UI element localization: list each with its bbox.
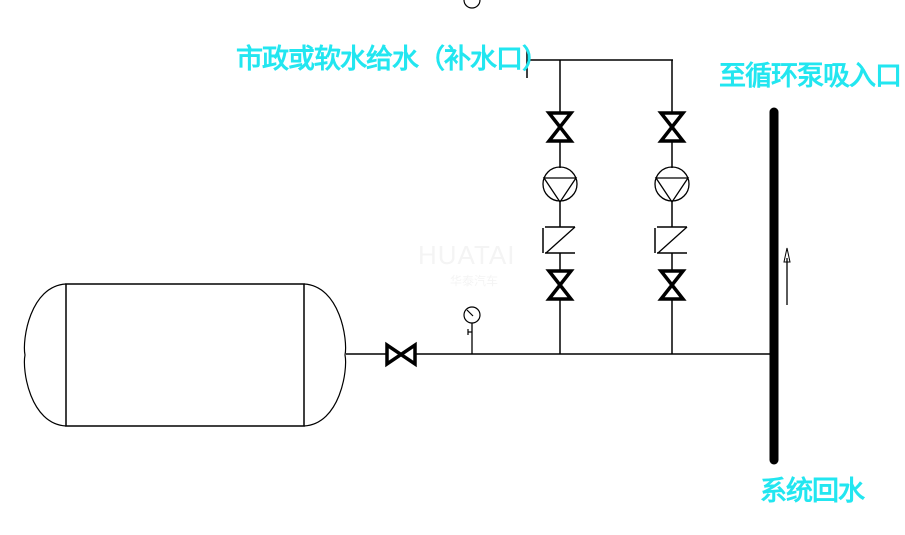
check-valve-icon[interactable] xyxy=(654,226,688,254)
supply-header xyxy=(526,50,673,78)
tank-body xyxy=(65,283,305,427)
pump-suction-label: 至循环泵吸入口 xyxy=(719,61,902,92)
gate-valve-icon[interactable] xyxy=(545,111,575,143)
expansion-tank xyxy=(23,283,347,427)
main-gate-valve-icon[interactable] xyxy=(385,341,417,368)
pressure-gauge-icon xyxy=(463,0,481,354)
watermark: HUATAI xyxy=(418,240,516,270)
tank-right-head xyxy=(303,283,347,427)
pump-icon[interactable] xyxy=(654,166,690,204)
watermark-subtext: 华泰汽车 xyxy=(450,274,499,288)
tank-left-head xyxy=(23,283,67,427)
flow-up-arrow-icon xyxy=(783,247,791,305)
pump-icon[interactable] xyxy=(542,166,578,204)
gate-valve-icon[interactable] xyxy=(545,269,575,301)
pump-branch-2 xyxy=(654,60,690,354)
system-return-label: 系统回水 xyxy=(760,476,865,507)
check-valve-icon[interactable] xyxy=(542,226,576,254)
gate-valve-icon[interactable] xyxy=(657,269,687,301)
gate-valve-icon[interactable] xyxy=(657,111,687,143)
pump-branch-1 xyxy=(542,60,578,354)
supply-inlet-label: 市政或软水给水（补水口） xyxy=(236,44,549,75)
